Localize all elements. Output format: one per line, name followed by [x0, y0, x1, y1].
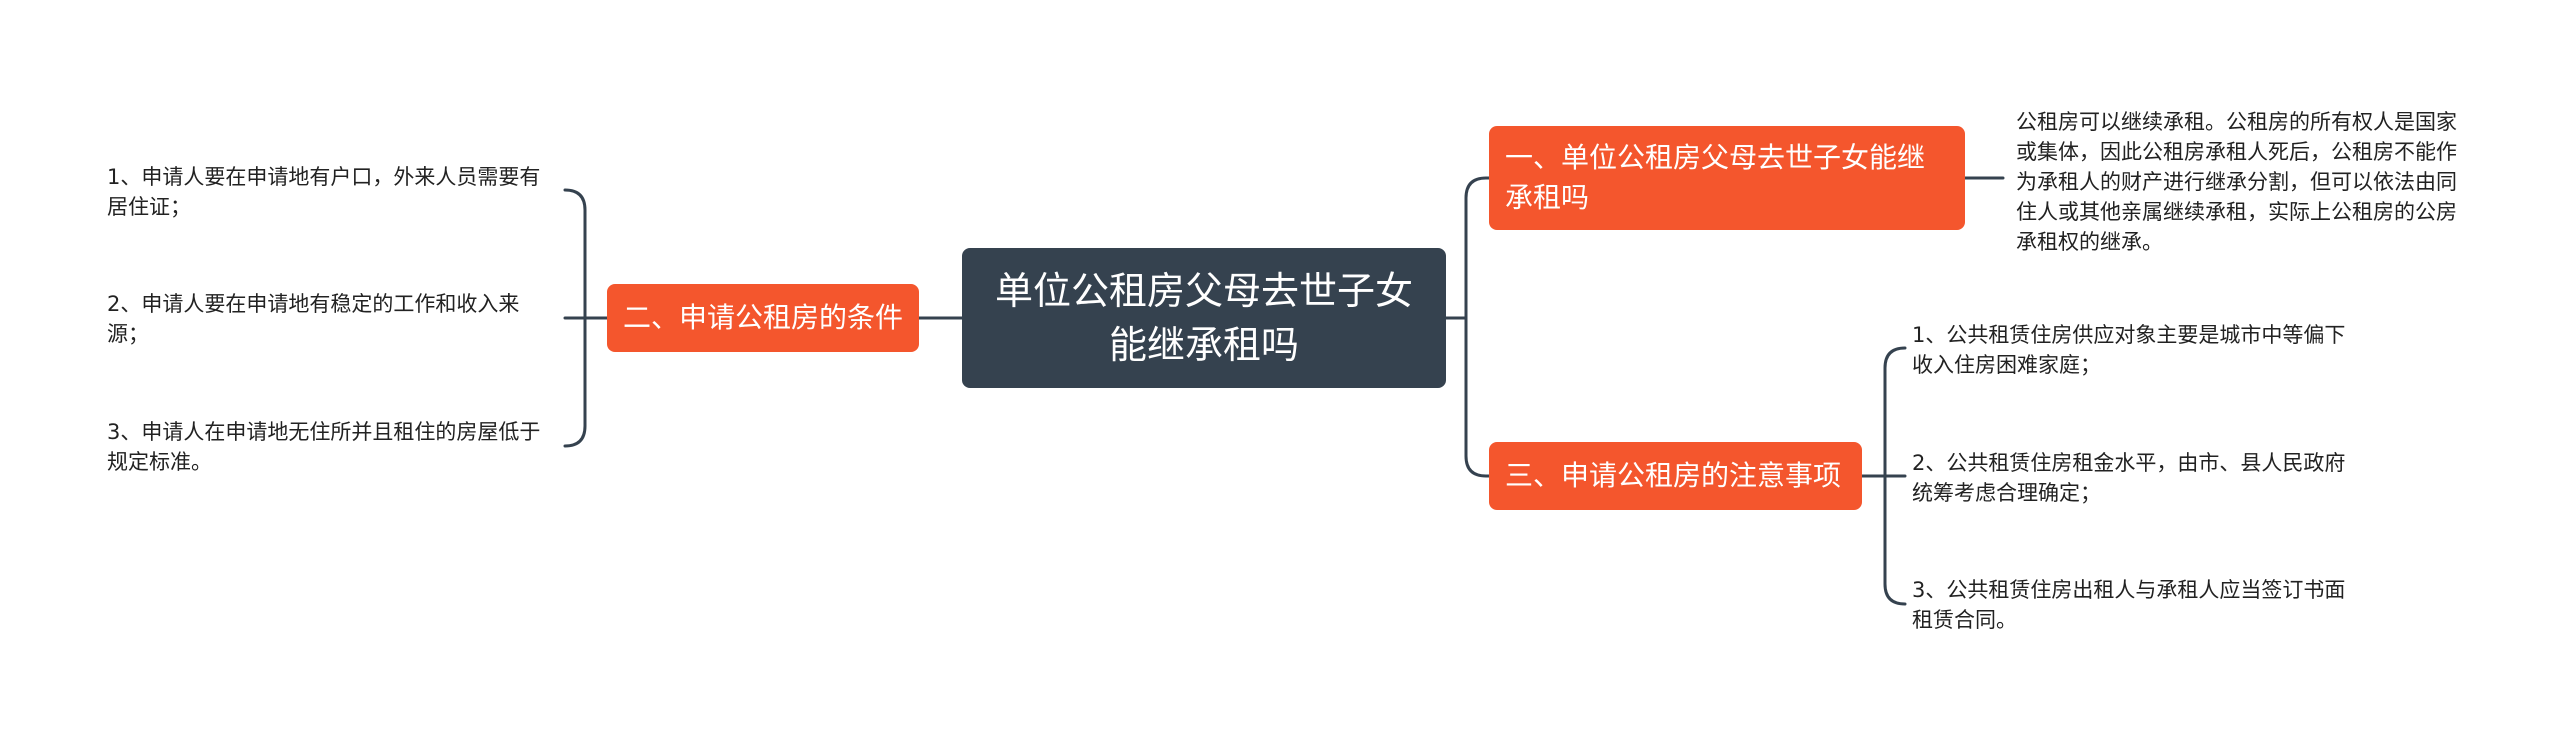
branch-topic-2[interactable]: 二、申请公租房的条件 [607, 284, 919, 352]
branch-3-leaf-1: 1、公共租赁住房供应对象主要是城市中等偏下收入住房困难家庭； [1912, 323, 2346, 377]
connector-branch3-leaves [1860, 346, 1907, 606]
branch-topic-2-label: 二、申请公租房的条件 [623, 301, 904, 334]
branch-topic-3-label: 三、申请公租房的注意事项 [1505, 459, 1842, 492]
branch-topic-1-label: 一、单位公租房父母去世子女能继承租吗 [1505, 141, 1926, 214]
branch-3-leaf-2: 2、公共租赁住房租金水平，由市、县人民政府统筹考虑合理确定； [1912, 451, 2346, 505]
branch-2-leaf-1: 1、申请人要在申请地有户口，外来人员需要有居住证； [107, 165, 541, 219]
root-topic[interactable]: 单位公租房父母去世子女能继承租吗 [962, 248, 1446, 388]
branch-topic-1[interactable]: 一、单位公租房父母去世子女能继承租吗 [1489, 126, 1965, 230]
branch-2-leaf-2: 2、申请人要在申请地有稳定的工作和收入来源； [107, 292, 520, 346]
connector-branch2-leaves [563, 188, 609, 448]
connector-root-right-branches [1444, 176, 1491, 478]
branch-1-leaf-1: 公租房可以继续承租。公租房的所有权人是国家或集体，因此公租房承租人死后，公租房不… [2016, 110, 2457, 254]
branch-2-leaf-3: 3、申请人在申请地无住所并且租住的房屋低于规定标准。 [107, 420, 541, 474]
root-topic-label: 单位公租房父母去世子女能继承租吗 [994, 269, 1413, 367]
branch-topic-3[interactable]: 三、申请公租房的注意事项 [1489, 442, 1862, 510]
branch-3-leaf-3: 3、公共租赁住房出租人与承租人应当签订书面租赁合同。 [1912, 578, 2346, 632]
